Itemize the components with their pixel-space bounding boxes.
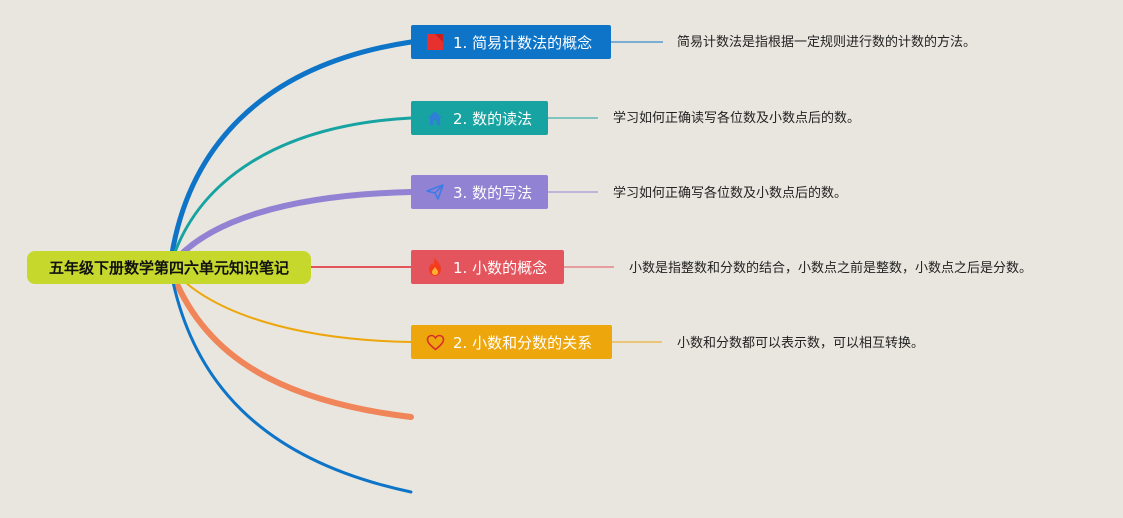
root-topic-label: 五年级下册数学第四六单元知识笔记 (48, 259, 289, 277)
branch-topic-5[interactable]: 2. 小数和分数的关系 (411, 325, 612, 359)
connector-branch-2 (168, 116, 413, 269)
paper-plane-icon (425, 182, 445, 202)
connector-branch-5 (169, 266, 412, 343)
house-icon (425, 108, 445, 128)
branch-topic-3[interactable]: 3. 数的写法 (411, 175, 548, 209)
branch-topic-2-label: 2. 数的读法 (453, 109, 533, 128)
branch-note-3: 学习如何正确写各位数及小数点后的数。 (613, 186, 848, 201)
branch-topic-4[interactable]: 1. 小数的概念 (411, 250, 564, 284)
connector-extra-1 (167, 264, 414, 420)
fire-icon (425, 257, 445, 277)
branch-topic-1[interactable]: 1. 简易计数法的概念 (411, 25, 611, 59)
connector-branch-1 (167, 39, 414, 270)
branch-note-2: 学习如何正确读写各位数及小数点后的数。 (613, 111, 861, 126)
branch-topic-3-label: 3. 数的写法 (453, 183, 533, 202)
branch-topic-1-label: 1. 简易计数法的概念 (453, 33, 593, 52)
branch-note-1: 简易计数法是指根据一定规则进行数的计数的方法。 (677, 35, 977, 50)
branch-topic-4-label: 1. 小数的概念 (453, 258, 548, 277)
branch-topic-5-label: 2. 小数和分数的关系 (453, 333, 593, 352)
branch-note-5: 小数和分数都可以表示数，可以相互转换。 (677, 336, 925, 351)
connector-branch-3 (167, 189, 414, 270)
heart-icon (425, 332, 445, 352)
connector-extra-2 (168, 265, 413, 494)
red-flag-icon (425, 32, 445, 52)
branch-note-4: 小数是指整数和分数的结合，小数点之前是整数，小数点之后是分数。 (629, 261, 1033, 276)
root-topic[interactable]: 五年级下册数学第四六单元知识笔记 (27, 251, 311, 284)
branch-topic-2[interactable]: 2. 数的读法 (411, 101, 548, 135)
